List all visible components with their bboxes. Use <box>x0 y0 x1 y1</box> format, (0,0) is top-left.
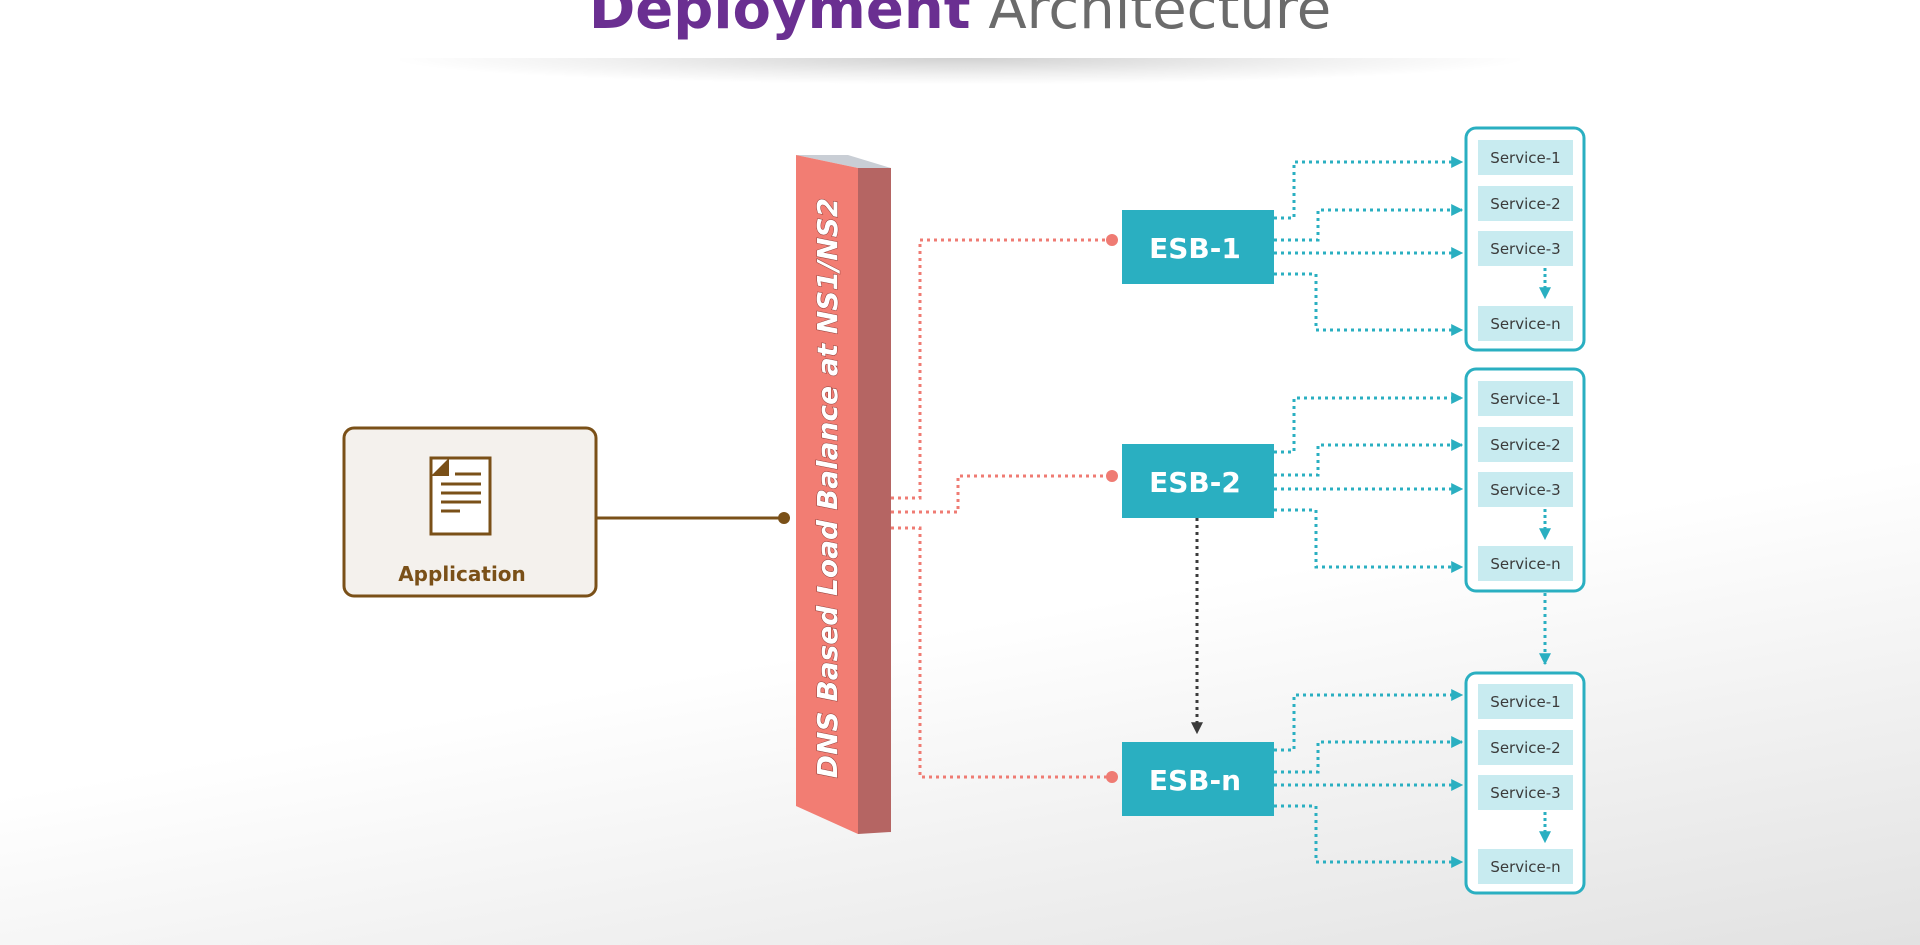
service-label: Service-2 <box>1490 195 1560 213</box>
service-label: Service-n <box>1490 315 1560 333</box>
service-label: Service-3 <box>1490 240 1560 258</box>
service-label: Service-3 <box>1490 481 1560 499</box>
service-box <box>1478 231 1573 266</box>
esb-node <box>1122 742 1274 816</box>
esb-group-2: ESB-2 Service-1 Service-2 Service-3 Serv… <box>1122 367 1586 593</box>
esb-service-connectors <box>1274 689 1464 868</box>
service-label: Service-1 <box>1490 390 1560 408</box>
document-icon <box>429 456 492 536</box>
service-box <box>1478 472 1573 507</box>
application-label: Application <box>398 562 526 586</box>
service-box <box>1478 306 1573 341</box>
service-label: Service-n <box>1490 858 1560 876</box>
service-box <box>1478 849 1573 884</box>
title-shadow <box>400 58 1520 84</box>
service-label: Service-3 <box>1490 784 1560 802</box>
service-label: Service-1 <box>1490 149 1560 167</box>
service-label: Service-n <box>1490 555 1560 573</box>
service-box <box>1478 684 1573 719</box>
service-box <box>1478 140 1573 175</box>
esb-service-connectors <box>1274 156 1464 336</box>
service-box <box>1478 427 1573 462</box>
esb-label: ESB-n <box>1149 764 1241 797</box>
esb-node <box>1122 210 1274 284</box>
load-balancer-node: DNS Based Load Balance at NS1/NS2 <box>796 155 891 834</box>
service-box <box>1478 730 1573 765</box>
esb-label: ESB-1 <box>1149 232 1241 265</box>
esb-node <box>1122 444 1274 518</box>
application-connector <box>596 512 790 524</box>
load-balancer-connector-ends <box>1106 234 1118 783</box>
load-balancer-label: DNS Based Load Balance at NS1/NS2 <box>811 198 844 778</box>
service-box <box>1478 186 1573 221</box>
esb-group-1: ESB-1 Service-1 Service-2 Service-3 Serv… <box>1122 126 1586 352</box>
service-label: Service-1 <box>1490 693 1560 711</box>
application-node: Application <box>342 426 598 598</box>
title-light: Architecture <box>988 0 1332 42</box>
esb-label: ESB-2 <box>1149 466 1241 499</box>
esb-group-n: ESB-n Service-1 Service-2 Service-3 Serv… <box>1122 671 1586 895</box>
service-box <box>1478 381 1573 416</box>
service-label: Service-2 <box>1490 739 1560 757</box>
load-balancer-connectors <box>891 238 1110 779</box>
service-box <box>1478 546 1573 581</box>
title-strong: Deployment <box>588 0 971 42</box>
page-title: Deployment Architecture <box>0 0 1920 42</box>
service-label: Service-2 <box>1490 436 1560 454</box>
service-box <box>1478 775 1573 810</box>
esb-service-connectors <box>1274 392 1464 573</box>
